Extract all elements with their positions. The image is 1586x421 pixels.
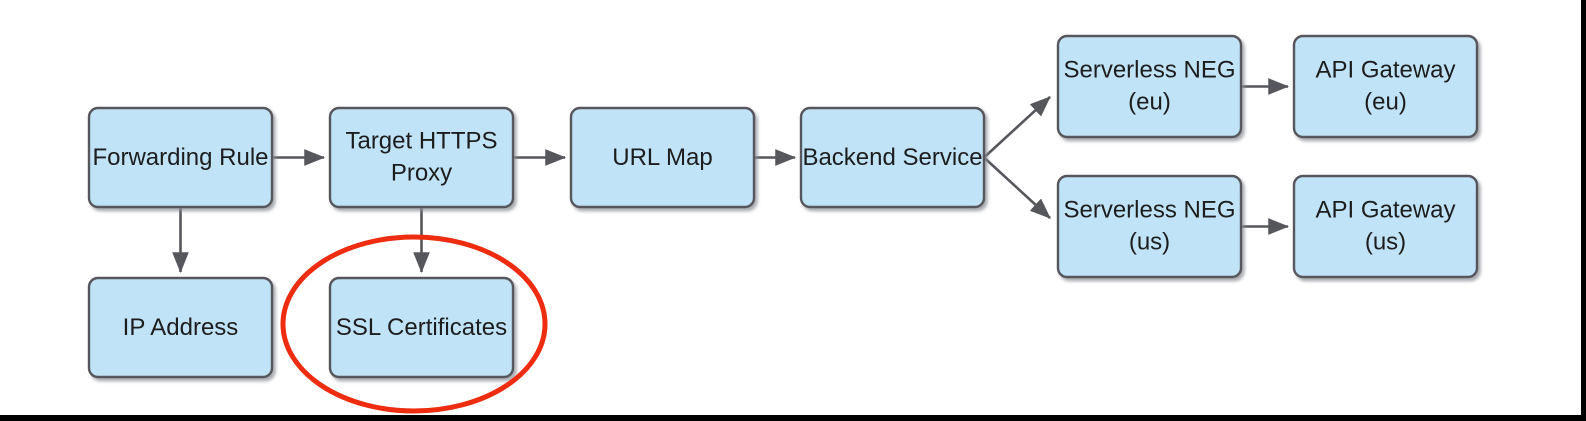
node-serverless-neg-eu[interactable]: Serverless NEG (eu) xyxy=(1056,34,1243,139)
node-url-map-label: URL Map xyxy=(612,144,712,171)
node-ip-address[interactable]: IP Address xyxy=(87,276,274,379)
node-api-gateway-us[interactable]: API Gateway (us) xyxy=(1292,174,1479,279)
node-serverless-neg-us-label-line2: (us) xyxy=(1129,228,1170,255)
frame-bottom-border xyxy=(0,415,1586,421)
node-forwarding-rule[interactable]: Forwarding Rule xyxy=(87,106,274,209)
node-api-gateway-eu-label-line1: API Gateway xyxy=(1315,56,1455,83)
node-backend-service-label: Backend Service xyxy=(802,144,982,171)
ssl-certificates-highlight-ellipse-icon xyxy=(280,234,548,414)
node-serverless-neg-eu-label-line2: (eu) xyxy=(1128,88,1171,115)
node-forwarding-rule-label: Forwarding Rule xyxy=(92,144,268,171)
node-layer: Forwarding Rule Target HTTPS Proxy URL M… xyxy=(87,34,1479,379)
node-target-https-proxy[interactable]: Target HTTPS Proxy xyxy=(328,106,515,209)
node-api-gateway-eu-label-line2: (eu) xyxy=(1364,88,1407,115)
node-serverless-neg-us-label-line1: Serverless NEG xyxy=(1063,196,1235,223)
node-api-gateway-us-label-line2: (us) xyxy=(1365,228,1406,255)
node-api-gateway-us-label-line1: API Gateway xyxy=(1315,196,1455,223)
node-ssl-certificates[interactable]: SSL Certificates xyxy=(328,276,515,379)
node-ip-address-label: IP Address xyxy=(123,314,239,341)
node-api-gateway-eu[interactable]: API Gateway (eu) xyxy=(1292,34,1479,139)
node-target-https-proxy-label-line1: Target HTTPS xyxy=(345,127,497,154)
edge-backend-service-to-serverless-neg-eu xyxy=(983,96,1051,159)
node-target-https-proxy-label-line2: Proxy xyxy=(391,159,452,186)
annotation-layer xyxy=(280,234,548,414)
node-url-map[interactable]: URL Map xyxy=(569,106,756,209)
node-ssl-certificates-label: SSL Certificates xyxy=(336,314,507,341)
node-serverless-neg-us[interactable]: Serverless NEG (us) xyxy=(1056,174,1243,279)
frame-right-border xyxy=(1581,0,1586,421)
node-serverless-neg-eu-label-line1: Serverless NEG xyxy=(1063,56,1235,83)
node-backend-service[interactable]: Backend Service xyxy=(799,106,986,209)
edge-backend-service-to-serverless-neg-us xyxy=(983,156,1051,219)
